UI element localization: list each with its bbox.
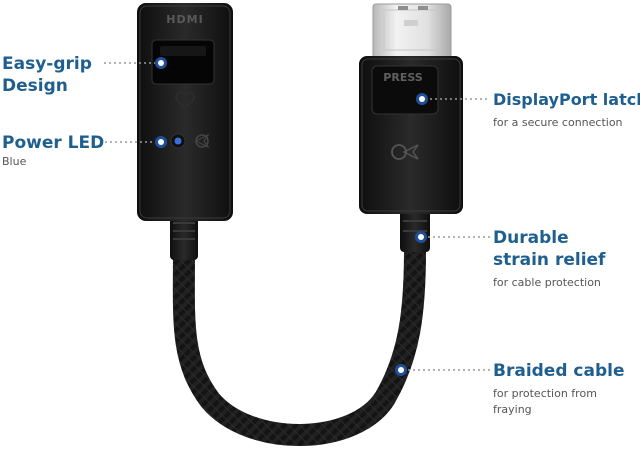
displayport-plug (372, 3, 452, 61)
braided-cable-subtitle-line1: for protection from (493, 387, 597, 400)
braided-cable-subtitle-line2: fraying (493, 403, 532, 416)
strain-relief-title-line1: Durable (493, 228, 569, 248)
power-led-marker (155, 136, 167, 148)
easy-grip-callout: Easy-grip Design (2, 53, 92, 97)
displayport-housing: PRESS (359, 56, 463, 214)
power-led-subtitle: Blue (2, 155, 27, 168)
power-led-title: Power LED (2, 133, 105, 153)
power-led (174, 137, 182, 145)
dp-latch-callout: DisplayPort latch for a secure connectio… (493, 89, 640, 131)
braided-cable-title: Braided cable (493, 361, 625, 381)
strain-relief-marker (415, 231, 427, 243)
braided-cable (172, 249, 426, 446)
strain-relief-title-line2: strain relief (493, 250, 606, 270)
dp-latch-title: DisplayPort latch (493, 90, 640, 109)
easy-grip-title-line1: Easy-grip (2, 54, 92, 74)
dp-latch-marker (416, 93, 428, 105)
hdmi-housing: HDMI (137, 3, 233, 221)
power-led-callout: Power LED Blue (2, 132, 104, 170)
braided-cable-marker (395, 364, 407, 376)
easy-grip-title-line2: Design (2, 76, 68, 96)
strain-relief-subtitle: for cable protection (493, 276, 601, 289)
braided-cable-callout: Braided cable for protection from frayin… (493, 360, 625, 418)
press-label: PRESS (383, 71, 422, 84)
easy-grip-marker (155, 57, 167, 69)
dp-latch-subtitle: for a secure connection (493, 116, 623, 129)
hdmi-logo: HDMI (166, 13, 203, 26)
strain-relief-callout: Durable strain relief for cable protecti… (493, 227, 605, 291)
hdmi-strain-relief (170, 215, 198, 260)
